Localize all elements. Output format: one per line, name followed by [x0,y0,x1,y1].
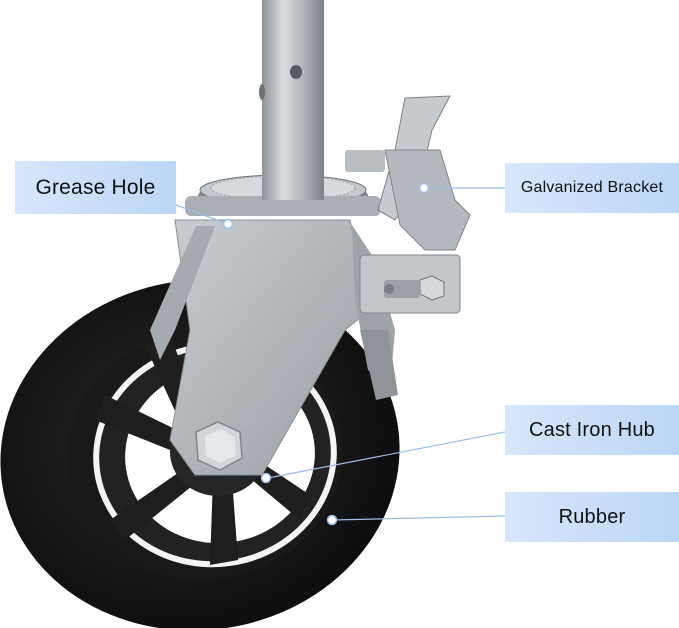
dot-cast-iron-hub [260,472,272,484]
dot-rubber [326,514,338,526]
rubber-label: Rubber [505,492,679,542]
grease-hole-text: Grease Hole [35,175,156,199]
cast-iron-hub-text: Cast Iron Hub [529,418,655,441]
galvanized-bracket-text: Galvanized Bracket [520,179,664,196]
grease-hole-label: Grease Hole [15,161,176,214]
callout-leaders [175,187,506,521]
cast-iron-hub-label: Cast Iron Hub [505,405,679,455]
leader-rubber [331,515,506,521]
brake-lever [345,95,471,400]
dot-grease-hole [222,218,234,230]
leader-cast-iron-hub [267,431,506,479]
galvanized-bracket-label: Galvanized Bracket [505,163,679,213]
callout-dots [222,182,430,526]
stem [259,0,324,200]
dot-galvanized-bracket [418,182,430,194]
leader-grease-hole [175,204,229,225]
rubber-text: Rubber [558,505,626,528]
